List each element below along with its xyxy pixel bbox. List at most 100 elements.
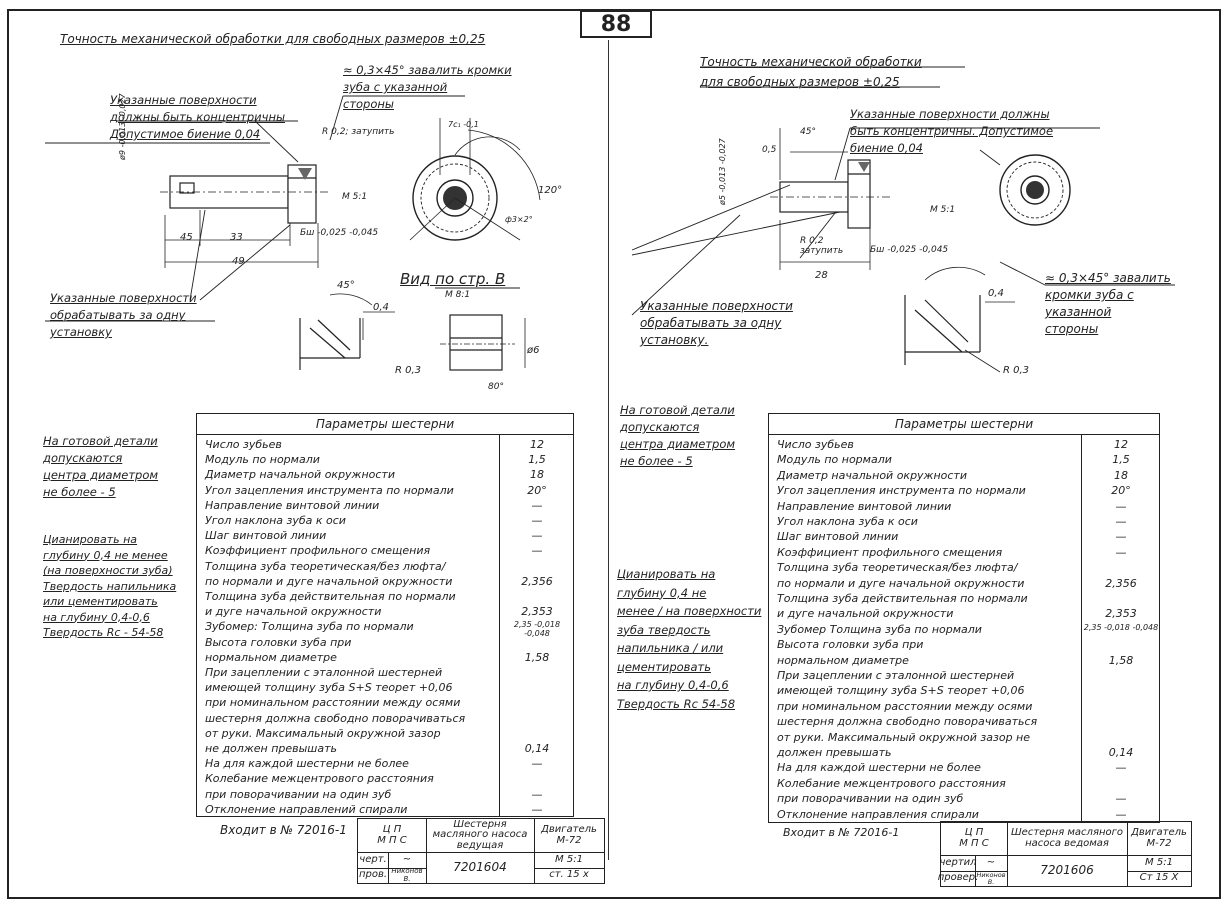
note-line: допускаются <box>43 451 123 465</box>
dim-05: 0,5 <box>762 145 777 155</box>
right-gear-drawing <box>999 154 1071 226</box>
param-label: Модуль по нормали <box>205 453 320 467</box>
note-line: обрабатывать за одну <box>50 308 186 322</box>
param-label: Высота головки зуба при <box>777 638 924 652</box>
drawn-signature: ~ <box>388 852 427 869</box>
dim-shaft-diameter: ø9 -0,013 -0,027 <box>118 93 127 160</box>
dim-r03: R 0,3 <box>395 365 422 376</box>
note-line: На готовой детали <box>620 403 735 417</box>
dim-33: 33 <box>230 232 243 243</box>
note-line: не более - 5 <box>43 485 116 499</box>
left-title-block: Ц П М П С Шестерня масляного насоса веду… <box>357 818 605 884</box>
note-line: должны быть концентричны <box>110 110 286 124</box>
checked-label: провер. <box>938 871 978 886</box>
param-label: по нормали и дуге начальной окружности <box>205 574 453 588</box>
right-hardening-note: На готовой детали допускаются центра диа… <box>620 402 735 470</box>
note-line: центра диаметром <box>43 468 159 482</box>
note-line: кромки зуба с <box>1045 288 1134 302</box>
left-view-b-drawing <box>435 287 526 371</box>
note-line: цементировать <box>617 659 711 674</box>
param-label: Диаметр начальной окружности <box>205 468 395 482</box>
param-value: — <box>1115 515 1127 528</box>
param-label: Шаг винтовой линии <box>777 530 899 544</box>
material: Ст 15 Х <box>1139 872 1179 884</box>
param-value: — <box>531 514 543 527</box>
org-cell: Ц П М П С <box>941 822 1008 856</box>
param-label: Отклонение направлений спирали <box>205 802 408 816</box>
note-line: допускаются <box>620 420 700 434</box>
param-label: Шаг винтовой линии <box>205 529 327 543</box>
drawing-scale: М 5:1 <box>1127 855 1191 872</box>
note-line: Указанные поверхности <box>110 93 257 107</box>
product-name: Двигатель М-72 <box>1127 822 1191 856</box>
right-cyan-note: Цианировать на глубину 0,4 не менее / на… <box>617 565 761 713</box>
param-value: 0,14 <box>524 742 550 755</box>
org-line: Ц П <box>964 827 984 838</box>
param-value: 2,35 -0,018 -0,048 <box>1083 622 1159 632</box>
title-line: Точность механической обработки <box>700 55 922 69</box>
note-line: глубину 0,4 не менее <box>43 548 168 562</box>
part-name: Шестерня масляного насоса ведомая <box>1007 822 1128 856</box>
note-line: Твердость Rc - 54-58 <box>43 626 164 639</box>
note-line: зуба твердость <box>617 622 711 637</box>
param-label: шестерня должна свободно поворачиваться <box>205 711 466 725</box>
left-view-label: Вид по стр. В <box>400 270 506 288</box>
dim-radius: R 0,2 затупить <box>800 236 844 256</box>
right-enters-note: Входит в № 72016-1 <box>783 826 900 839</box>
param-label: и дуге начальной окружности <box>777 607 954 621</box>
param-value: — <box>1115 761 1127 775</box>
note-line: менее / на поверхности <box>617 604 762 618</box>
param-value: 2,353 <box>521 605 553 619</box>
param-label: и дуге начальной окружности <box>205 605 382 619</box>
dim-3x2: ф3×2° <box>505 215 533 224</box>
param-label: Число зубьев <box>777 438 854 451</box>
right-title-block: Ц П М П С Шестерня масляного насоса ведо… <box>938 821 1192 887</box>
right-title: Точность механической обработки для своб… <box>700 52 922 92</box>
dim-80: 80° <box>488 382 504 392</box>
param-label: должен превышать <box>777 746 892 759</box>
drawing-number: 7201604 <box>426 852 535 883</box>
left-hardening-note: На готовой детали допускаются центра диа… <box>43 433 158 501</box>
note-line: указанной <box>1045 305 1112 319</box>
param-value: — <box>531 498 543 512</box>
param-value: 12 <box>1114 438 1128 451</box>
dim-bw: Бш -0,025 -0,045 <box>870 245 949 255</box>
param-label: При зацеплении с эталонной шестерней <box>205 666 443 679</box>
page-number: 88 <box>580 10 652 38</box>
drawing-number: 7201606 <box>1007 855 1128 886</box>
params-title: Параметры шестерни <box>769 414 1159 435</box>
note-line: Цианировать на <box>617 567 716 581</box>
left-shaft-drawing <box>116 120 330 268</box>
sheet-divider <box>608 40 609 860</box>
param-value: — <box>1115 792 1127 806</box>
dim-28: 28 <box>815 270 828 281</box>
param-value: — <box>531 802 543 816</box>
right-setup-note: Указанные поверхности обрабатывать за од… <box>640 298 793 349</box>
dim-bw: Бш -0,025 -0,045 <box>300 228 379 238</box>
dim-04: 0,4 <box>373 302 389 313</box>
drawing-scale: М 5:1 <box>534 852 604 869</box>
param-label: Зубомер: Толщина зуба по нормали <box>205 620 414 634</box>
param-value: 1,5 <box>528 453 546 467</box>
param-label: Толщина зуба теоретическая/без люфта/ <box>205 559 446 573</box>
param-value: 12 <box>530 438 544 451</box>
param-label: Зубомер Толщина зуба по нормали <box>777 622 982 636</box>
note-line: Допустимое биение 0,04 <box>110 127 261 141</box>
product-name: Двигатель М-72 <box>534 819 604 853</box>
right-concentric-note: Указанные поверхности должны быть концен… <box>850 106 1053 157</box>
checked-label: пров. <box>358 868 389 883</box>
param-label: при поворачивании на один зуб <box>205 787 392 801</box>
param-label: Коэффициент профильного смещения <box>777 545 1003 559</box>
drawn-signature: ~ <box>975 855 1008 872</box>
org-line: М П С <box>959 837 989 849</box>
right-chamfer-note: ≈ 0,3×45° завалить кромки зуба с указанн… <box>1045 270 1171 338</box>
note-line: Указанные поверхности <box>50 291 197 305</box>
dim-r03: R 0,3 <box>1003 365 1030 376</box>
dim-angle-45: 45° <box>800 127 816 137</box>
note-line: установку. <box>640 333 709 347</box>
note-line: Твердость напильника <box>43 579 177 593</box>
dim-45: 45 <box>180 232 193 243</box>
param-label: шестерня должна свободно поворачиваться <box>777 715 1038 729</box>
param-label: от руки. Максимальный окружной зазор не <box>777 730 1031 744</box>
material: ст. 15 х <box>549 869 589 881</box>
